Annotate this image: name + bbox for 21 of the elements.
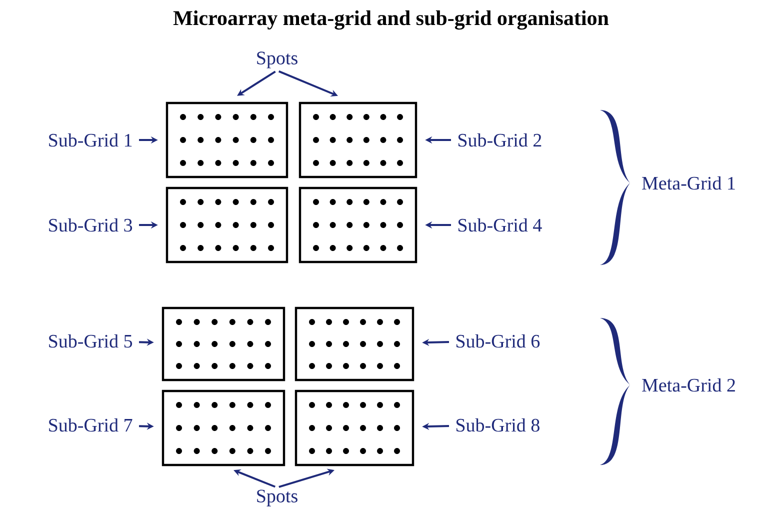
sub-grid-label: Sub-Grid 4	[458, 218, 542, 232]
sub-grid-label: Sub-Grid 1	[49, 133, 132, 147]
annotation-text: Spots	[257, 490, 298, 506]
sub-grid-label: Sub-Grid 2	[458, 133, 542, 147]
group-label: Meta-Grid 1	[642, 176, 735, 190]
spot-grid	[298, 102, 418, 178]
spot-grid	[294, 306, 414, 382]
spot-grid	[162, 306, 286, 382]
spot-grid	[166, 102, 288, 178]
spot-grid	[162, 390, 286, 466]
sub-grid-label: Sub-Grid 7	[49, 418, 132, 432]
spot-grid	[166, 186, 288, 264]
sub-grid-label: Sub-Grid 6	[456, 334, 540, 348]
spot-grid	[298, 186, 418, 264]
title: Microarray meta-grid and sub-grid organisation	[173, 10, 609, 30]
annotation-text: Spots	[257, 52, 298, 68]
spot-grid	[294, 390, 414, 466]
sub-grid-label: Sub-Grid 3	[49, 218, 132, 232]
sub-grid-label: Sub-Grid 5	[49, 334, 132, 348]
group-label: Meta-Grid 2	[642, 378, 735, 392]
sub-grid-label: Sub-Grid 8	[456, 418, 540, 432]
